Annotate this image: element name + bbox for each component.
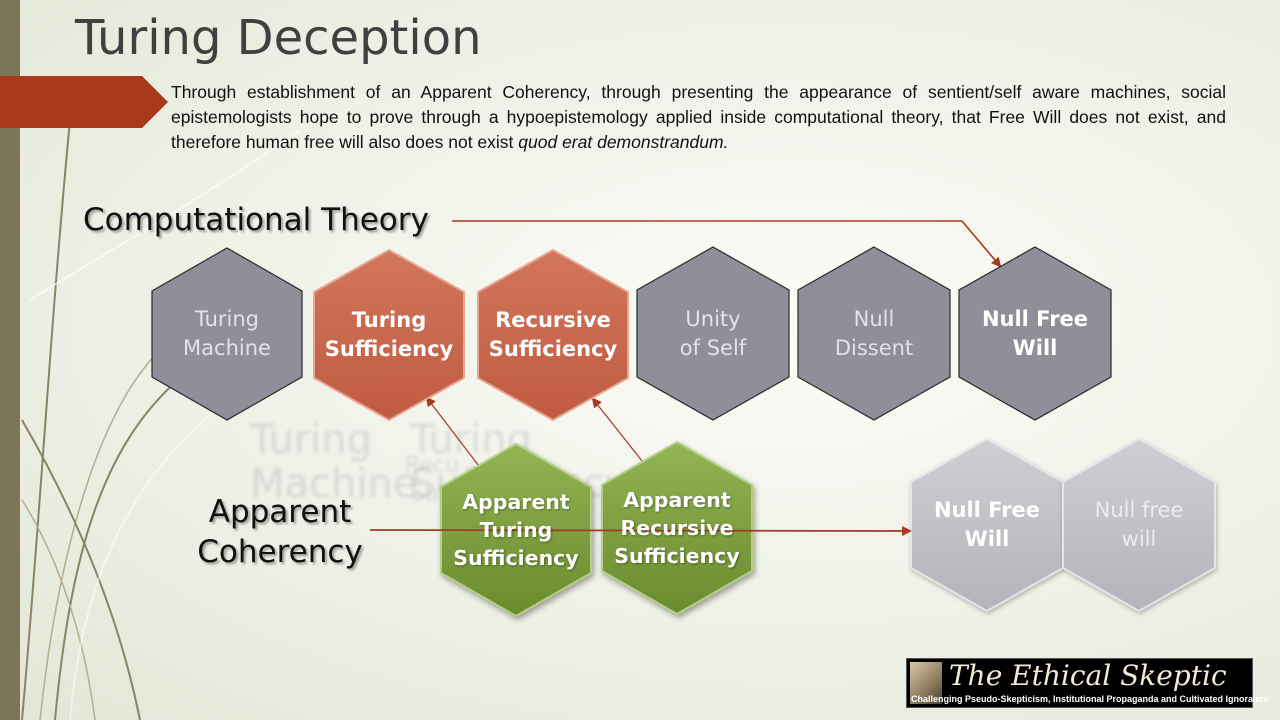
hex-shape xyxy=(1062,437,1216,613)
hex-shape xyxy=(313,248,465,422)
hex-line: Apparent xyxy=(623,488,731,512)
hex-line: Null xyxy=(853,306,895,331)
hex-line: Machine xyxy=(183,336,271,360)
ethical-skeptic-logo: The Ethical Skeptic Challenging Pseudo-S… xyxy=(906,658,1269,708)
hex-line: Recursive xyxy=(620,516,734,540)
hex-line: Null free xyxy=(1094,498,1184,522)
hex-line: Will xyxy=(964,527,1010,551)
logo-subtitle: Challenging Pseudo-Skepticism, Instituti… xyxy=(911,694,1269,704)
label-line: Apparent xyxy=(208,494,352,530)
hex-line: Null Free xyxy=(933,498,1041,522)
hex-unity-of-self: Unity of Self xyxy=(636,246,790,421)
intro-paragraph: Through establishment of an Apparent Coh… xyxy=(171,80,1226,155)
ghost-turing-machine: Turing Machine xyxy=(250,417,418,507)
hex-line: Turing xyxy=(351,308,427,332)
hex-null-free-will-lower: Null free will xyxy=(1062,437,1216,613)
hex-label: Unity of Self xyxy=(680,305,746,363)
portrait-icon xyxy=(910,662,942,704)
left-sidebar-bar xyxy=(0,0,20,720)
intro-text: Through establishment of an Apparent Coh… xyxy=(171,82,1226,152)
hex-line: Dissent xyxy=(834,335,914,360)
hex-line: of Self xyxy=(679,335,747,360)
hex-line: Null Free xyxy=(981,306,1089,331)
hex-shape xyxy=(958,246,1112,421)
hex-line: Sufficiency xyxy=(614,544,740,568)
computational-theory-label: Computational Theory xyxy=(83,202,429,238)
page-title: Turing Deception xyxy=(75,10,482,66)
hex-line: Will xyxy=(1012,335,1058,360)
hex-line: Sufficiency xyxy=(324,337,454,361)
hex-shape xyxy=(601,440,753,616)
hex-line: will xyxy=(1121,527,1157,551)
hex-label: Null free will xyxy=(1095,496,1184,554)
ghost-line: Turing xyxy=(250,417,373,463)
hex-shape xyxy=(477,248,629,422)
apparent-coherency-label: Apparent Coherency xyxy=(190,492,370,572)
hex-shape xyxy=(797,246,951,421)
intro-italic-text: quod erat demonstrandum. xyxy=(518,132,729,152)
hex-line: Unity xyxy=(685,306,741,331)
logo-title: The Ethical Skeptic xyxy=(949,659,1227,692)
label-line: Coherency xyxy=(197,534,363,570)
hex-shape xyxy=(151,247,303,421)
title-accent-arrow xyxy=(0,76,168,128)
hex-line: Recursive xyxy=(495,308,611,332)
hex-line: Apparent xyxy=(462,490,570,514)
hex-line: Turing xyxy=(479,518,553,542)
hex-line: Sufficiency xyxy=(488,337,618,361)
hex-shape xyxy=(636,246,790,421)
hex-line: Sufficiency xyxy=(453,546,579,570)
hex-line: Turing xyxy=(194,307,260,331)
ghost-line: Machine xyxy=(250,461,418,507)
